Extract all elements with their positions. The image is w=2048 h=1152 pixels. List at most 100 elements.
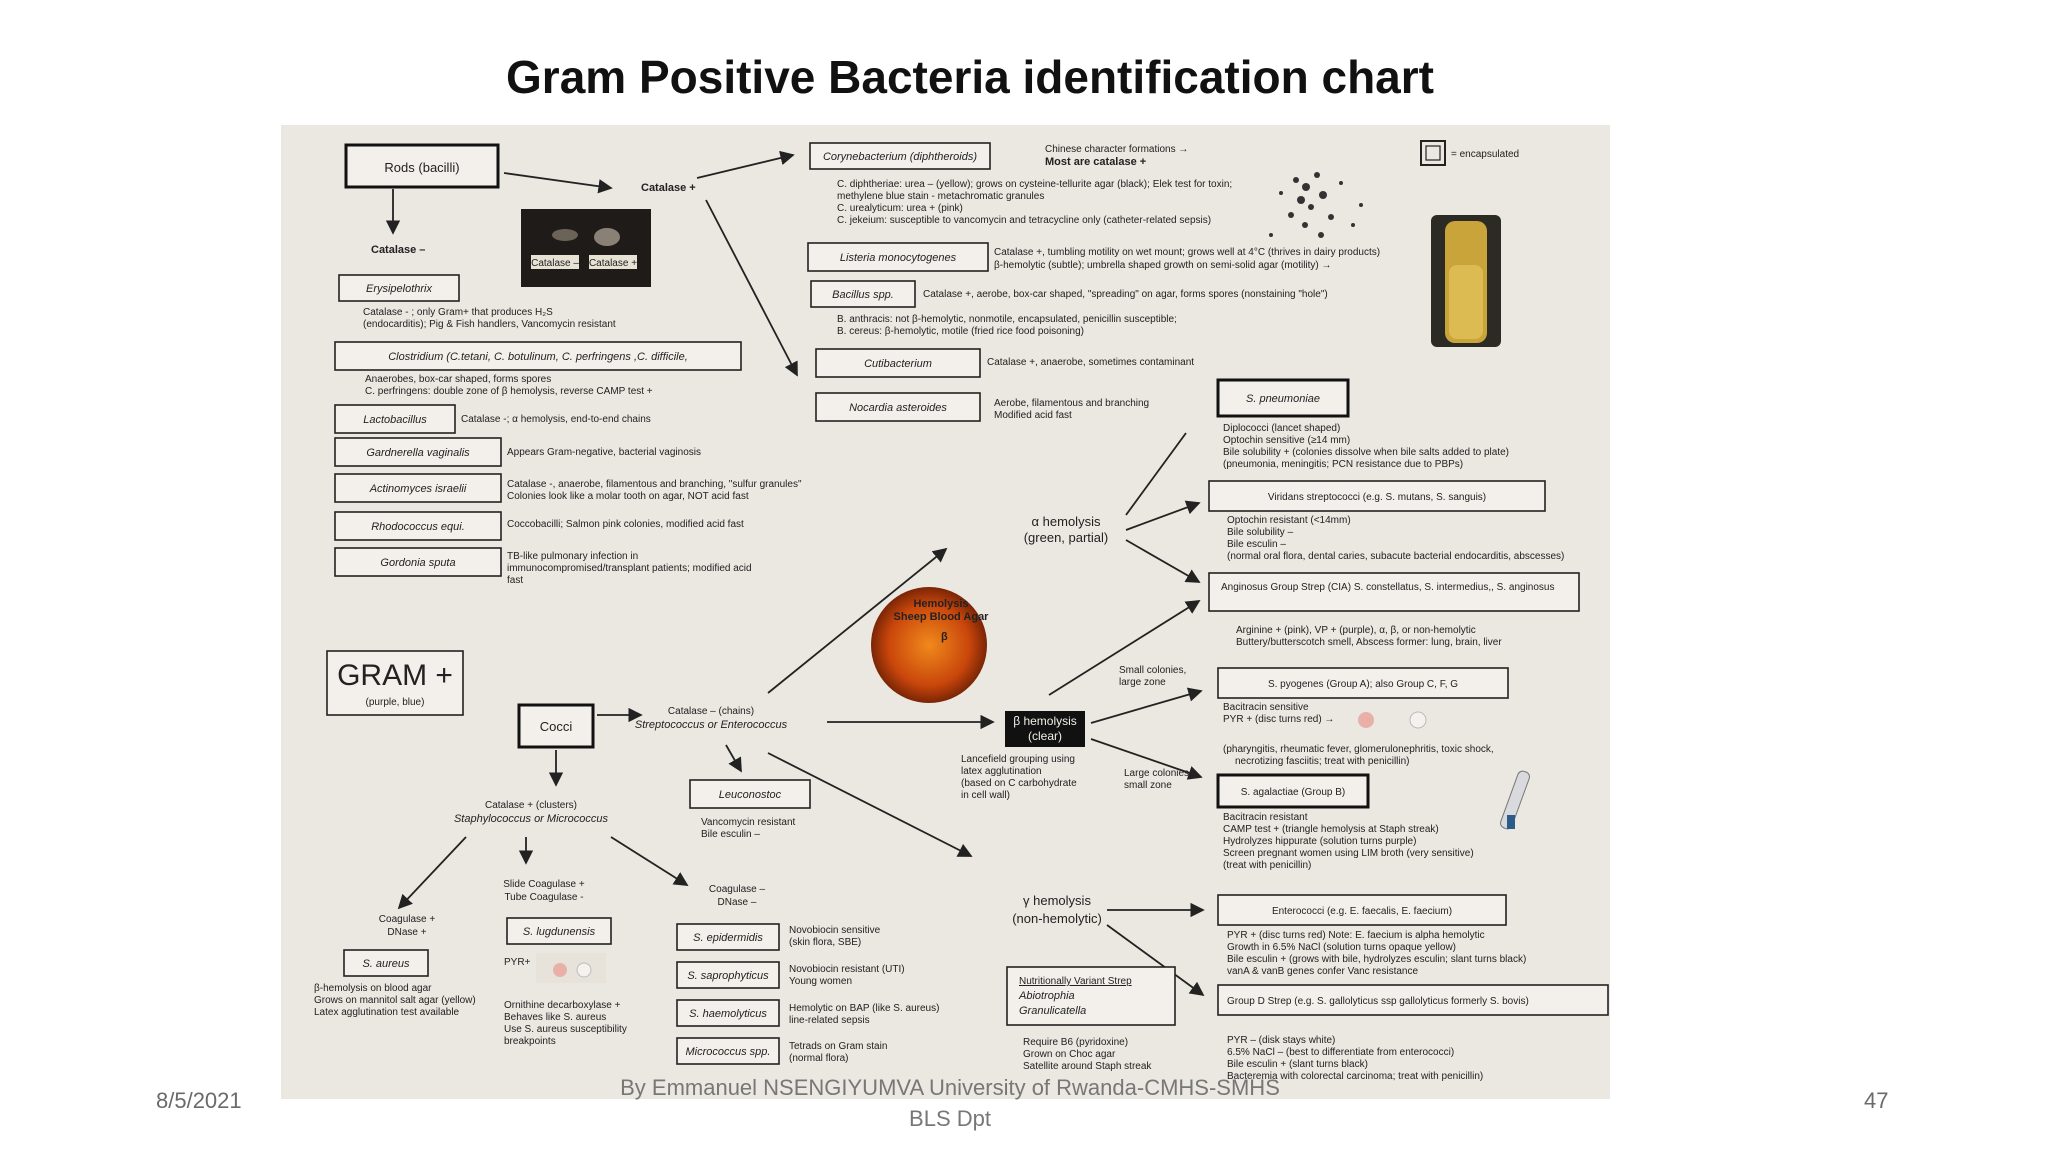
coryne-note: methylene blue stain - metachromatic gra… [837, 191, 1044, 202]
viridans-label: Viridans streptococci (e.g. S. mutans, S… [1268, 492, 1486, 503]
rhodococcus-box [334, 511, 502, 541]
s-lugdunensis-label: S. lugdunensis [523, 926, 596, 938]
rods-label: Rods (bacilli) [384, 160, 459, 175]
coryne-note: C. jekeium: susceptible to vancomycin an… [837, 215, 1211, 226]
rhodococcus-label: Rhodococcus equi. [371, 521, 465, 533]
clostridium-note: Anaerobes, box-car shaped, forms spores [365, 374, 551, 385]
s-lugdunensis-note: breakpoints [504, 1036, 556, 1047]
nocardia-note: Aerobe, filamentous and branching [994, 398, 1149, 409]
clostridium-note: C. perfringens: double zone of β hemolys… [365, 386, 653, 397]
lactobacillus-box [334, 404, 456, 434]
gordonia-note: TB-like pulmonary infection in [507, 551, 638, 562]
nocardia-note: Modified acid fast [994, 410, 1072, 421]
enterococci-note: vanA & vanB genes confer Vanc resistance [1227, 966, 1418, 977]
coryne-note: Most are catalase + [1045, 156, 1146, 168]
s-lugdunensis-note: Ornithine decarboxylase + [504, 1000, 621, 1011]
s-agalactiae-note: Bacitracin resistant [1223, 812, 1308, 823]
staph-branch-label: Catalase + (clusters) [485, 800, 577, 811]
gram-positive-label: GRAM + [337, 659, 453, 692]
s-aureus-note: β-hemolysis on blood agar [314, 983, 432, 994]
staph-branch-sub: Staphylococcus or Micrococcus [454, 813, 609, 825]
footer-line-2: BLS Dpt [909, 1106, 991, 1131]
blood-agar-plate-photo [871, 587, 987, 703]
chart-photo: Rods (bacilli) Catalase + Catalase – Cat… [281, 125, 1610, 1099]
photo-label-pos: Catalase + [589, 258, 637, 269]
gardnerella-note: Appears Gram-negative, bacterial vaginos… [507, 447, 701, 458]
enterococci-note: Bile esculin + (grows with bile, hydroly… [1227, 954, 1526, 965]
bacteria-micrograph [1269, 172, 1363, 238]
enterococci-note: Growth in 6.5% NaCl (solution turns opaq… [1227, 942, 1456, 953]
s-epidermidis-box [676, 923, 780, 951]
gordonia-label: Gordonia sputa [380, 557, 455, 569]
nvs-genus: Abiotrophia [1018, 990, 1075, 1002]
s-pyogenes-note: Bacitracin sensitive [1223, 702, 1309, 713]
leuconostoc-note: Vancomycin resistant [701, 817, 796, 828]
s-pneumoniae-box [1216, 378, 1350, 418]
bacillus-note: B. cereus: β-hemolytic, motile (fried ri… [837, 326, 1084, 337]
s-pneumoniae-note: Diplococci (lancet shaped) [1223, 423, 1340, 434]
leuconostoc-box [689, 779, 811, 809]
coryne-note: Chinese character formations → [1045, 144, 1188, 155]
s-haemolyticus-note: line-related sepsis [789, 1015, 870, 1026]
beta-hemolysis-sub: (clear) [1028, 729, 1062, 743]
clostridium-box [334, 341, 742, 371]
group-d-strep-note: PYR – (disk stays white) [1227, 1035, 1335, 1046]
micrococcus-note: Tetrads on Gram stain [789, 1041, 887, 1052]
beta-hemolysis-label: β hemolysis [1013, 714, 1077, 728]
bacillus-note: B. anthracis: not β-hemolytic, nonmotile… [837, 314, 1177, 325]
nocardia-label: Nocardia asteroides [849, 402, 947, 414]
encapsulated-legend-swatch [1420, 140, 1446, 166]
erysipelothrix-note: Catalase - ; only Gram+ that produces H₂… [363, 307, 553, 318]
s-agalactiae-box [1216, 773, 1370, 809]
s-agalactiae-label: S. agalactiae (Group B) [1241, 787, 1346, 798]
identification-flowchart: Rods (bacilli) Catalase + Catalase – Cat… [314, 140, 1609, 1082]
slide-footer: By Emmanuel NSENGIYUMVA University of Rw… [600, 1072, 1300, 1134]
catalase-test-photo [521, 209, 651, 287]
micrococcus-label: Micrococcus spp. [686, 1046, 771, 1058]
s-haemolyticus-label: S. haemolyticus [689, 1008, 767, 1020]
s-saprophyticus-box [676, 961, 780, 989]
anginosus-note: Buttery/butterscotch smell, Abscess form… [1236, 637, 1502, 648]
lancefield-note: latex agglutination [961, 766, 1042, 777]
leuconostoc-label: Leuconostoc [719, 789, 782, 801]
coag-pos-sub: DNase + [387, 927, 426, 938]
nvs-genus: Granulicatella [1019, 1005, 1086, 1017]
s-aureus-note: Grows on mannitol salt agar (yellow) [314, 995, 476, 1006]
s-aureus-box [343, 949, 429, 977]
s-agalactiae-note: (treat with penicillin) [1223, 860, 1311, 871]
rods-box [344, 143, 500, 189]
s-pyogenes-note: PYR + (disc turns red) → [1223, 714, 1334, 725]
coag-pos-label: Coagulase + [379, 914, 436, 925]
blood-agar-sub: Sheep Blood Agar [894, 611, 990, 623]
listeria-note: β-hemolytic (subtle); umbrella shaped gr… [994, 260, 1332, 271]
micrococcus-box [676, 1037, 780, 1065]
s-pyogenes-note: necrotizing fasciitis; treat with penici… [1235, 756, 1410, 767]
s-pneumoniae-note: (pneumonia, meningitis; PCN resistance d… [1223, 459, 1463, 470]
gordonia-note: immunocompromised/transplant patients; m… [507, 563, 752, 574]
s-lugdunensis-note: Use S. aureus susceptibility [504, 1024, 627, 1035]
s-epidermidis-note: Novobiocin sensitive [789, 925, 881, 936]
viridans-note: Optochin resistant (<14mm) [1227, 515, 1351, 526]
s-aureus-label: S. aureus [362, 958, 410, 970]
pyr-label: PYR+ [504, 957, 531, 968]
bacillus-box [810, 280, 916, 308]
bacillus-label: Bacillus spp. [832, 289, 894, 301]
gordonia-note: fast [507, 575, 523, 586]
enterococci-note: PYR + (disc turns red) Note: E. faecium … [1227, 930, 1485, 941]
slide-coag-sub: Tube Coagulase - [504, 892, 583, 903]
viridans-note: Bile esculin – [1227, 539, 1286, 550]
s-agalactiae-note: Screen pregnant women using LIM broth (v… [1223, 848, 1474, 859]
s-haemolyticus-box [676, 999, 780, 1027]
gordonia-box [334, 547, 502, 577]
nvs-note: Satellite around Staph streak [1023, 1061, 1152, 1072]
micrococcus-note: (normal flora) [789, 1053, 848, 1064]
nocardia-box [815, 392, 981, 422]
anginosus-note: Arginine + (pink), VP + (purple), α, β, … [1236, 625, 1476, 636]
large-colonies-note: small zone [1124, 780, 1172, 791]
cocci-box [517, 703, 595, 749]
lancefield-note: Lancefield grouping using [961, 754, 1075, 765]
small-colonies-note: large zone [1119, 677, 1166, 688]
lancefield-note: in cell wall) [961, 790, 1010, 801]
s-lugdunensis-note: Behaves like S. aureus [504, 1012, 606, 1023]
s-epidermidis-note: (skin flora, SBE) [789, 937, 861, 948]
